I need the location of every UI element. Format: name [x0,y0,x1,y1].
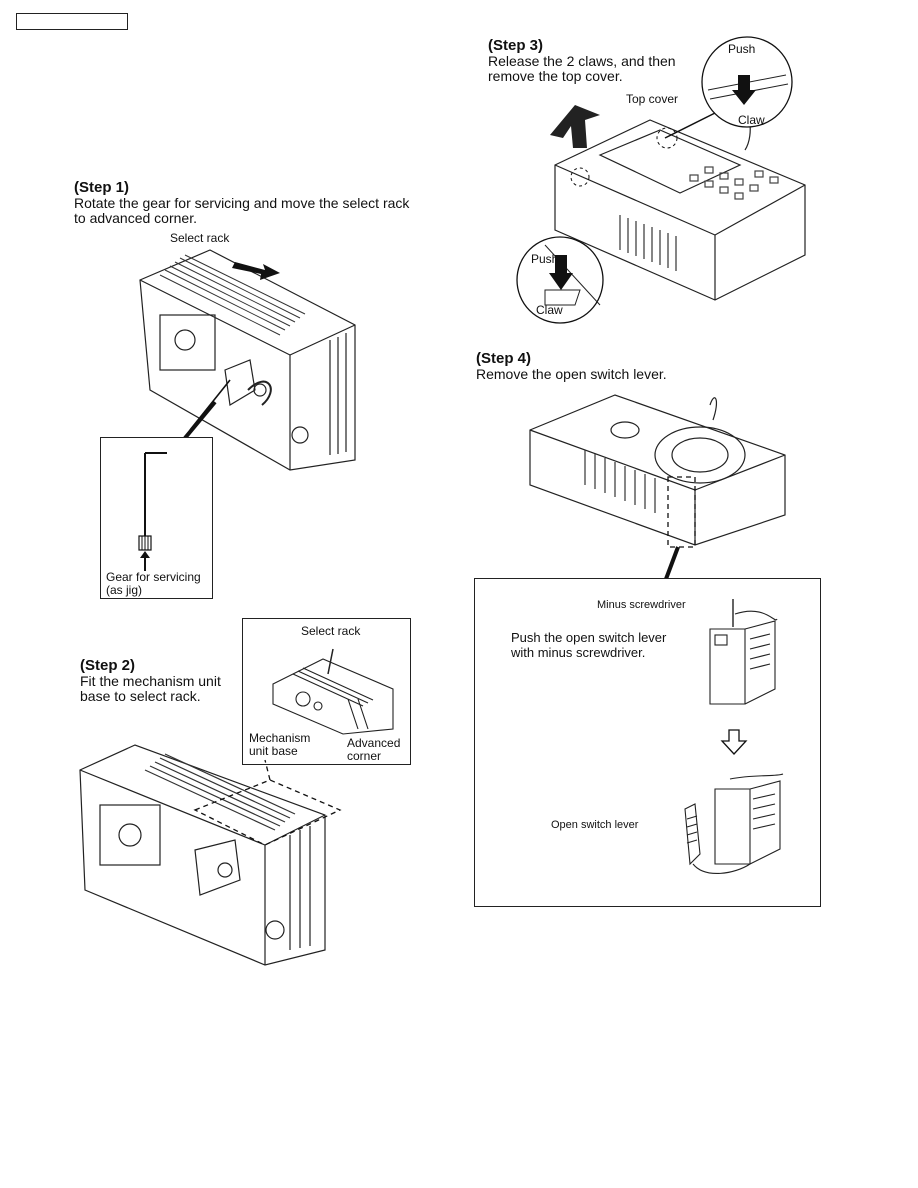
step4-push-line1: Push the open switch lever [511,630,667,645]
mech-label-line1: Mechanism [249,731,311,745]
step4-lever-before [709,599,778,705]
step3-claw-top-detail [701,36,793,128]
step2-detail-drawing [272,648,394,735]
step4-detail-inset: Minus screwdriver Push the open switch l… [474,578,821,907]
step1-gear-inset: Gear for servicing (as jig) [100,437,213,599]
lift-arrow-icon [550,105,600,148]
step3-push-top-label: Push [728,42,756,56]
step1-text-line2: to advanced corner. [74,210,197,226]
gear-label-line2: (as jig) [106,583,143,597]
step2-mechanism-illustration [79,744,342,966]
step2-text-line1: Fit the mechanism unit [80,673,221,689]
step2-select-rack-label: Select rack [301,624,361,638]
step3-push-bottom-label: Push [531,252,559,266]
step3-claw-bottom-label: Claw [536,303,563,317]
up-arrow-icon [140,551,150,571]
step3-title: (Step 3) [488,37,544,54]
step1-title: (Step 1) [74,179,130,196]
step3-text-line2: remove the top cover. [488,68,623,84]
top-cover-label: Top cover [626,92,679,106]
hex-key-icon [138,452,167,551]
step2-text-line2: base to select rack. [80,688,201,704]
step4-text: Remove the open switch lever. [476,366,667,382]
advanced-label-line1: Advanced [347,736,401,750]
gear-label-line1: Gear for servicing [106,570,201,584]
step4-leader [664,546,680,580]
step1-text-line1: Rotate the gear for servicing and move t… [74,195,410,211]
step1-mechanism-illustration [139,249,356,471]
step3-claw-top-label: Claw [738,113,765,127]
advanced-label-line2: corner [347,749,382,763]
step4-title: (Step 4) [476,350,532,367]
step4-lever-after [684,773,784,875]
step4-mechanism-illustration [529,394,786,548]
open-switch-lever-label: Open switch lever [551,819,639,831]
step3-leader-top [664,112,716,139]
step2-title: (Step 2) [80,657,136,674]
step3-claw-bottom-detail [516,236,604,324]
down-arrow-icon [720,729,748,755]
step4-push-line2: with minus screwdriver. [511,645,646,660]
step2-detail-inset: Select rack Mechanism unit base Advanced… [242,618,411,765]
minus-screwdriver-label: Minus screwdriver [597,599,686,611]
step1-select-rack-label: Select rack [170,231,230,245]
mech-label-line2: unit base [249,744,298,758]
step3-text-line1: Release the 2 claws, and then [488,53,676,69]
header-label-box [16,13,128,30]
step1-leader [183,400,217,440]
